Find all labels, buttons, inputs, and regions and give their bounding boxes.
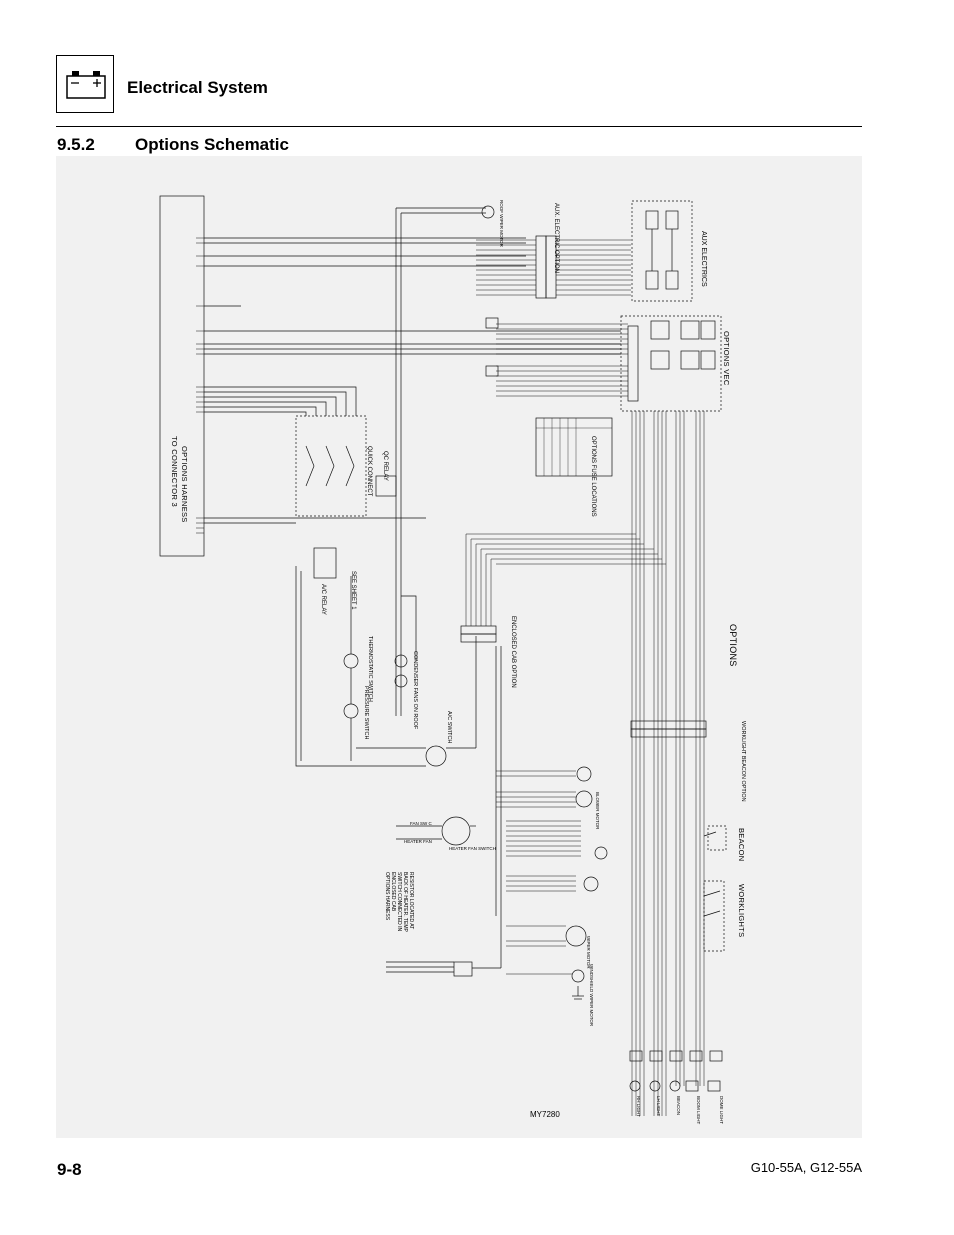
- fuse-locations-label: OPTIONS FUSE LOCATIONS: [590, 436, 596, 517]
- enclosed-cab-label: ENCLOSED CAB OPTION: [510, 616, 516, 688]
- worklight-beacon-label: WORKLIGHT BEACON OPTION: [740, 721, 746, 802]
- battery-icon: [66, 71, 106, 99]
- heater-fan-switch-label: HEATER FAN SWITCH: [449, 846, 496, 851]
- see-sheet-label: SEE SHEET 1: [350, 571, 356, 610]
- lh-light-label: LH LIGHT: [656, 1096, 661, 1117]
- beacon-bottom-label: BEACON: [676, 1096, 681, 1116]
- roof-wiper-label: ROOF WIPER MOTOR: [499, 200, 504, 247]
- condenser-fans-label: CONDENSER FANS ON ROOF: [412, 651, 418, 730]
- windshield-wiper-label: WINDSHIELD WIPER MOTOR: [589, 964, 594, 1027]
- ac-switch-label: A/C SWITCH: [446, 711, 452, 744]
- figure-code: MY7280: [530, 1110, 560, 1119]
- page-number: 9-8: [57, 1160, 82, 1179]
- aux-electrics-label: AUX ELECTRICS: [700, 231, 707, 287]
- aux-electric-option-label: AUX. ELECTRIC OPTION: [553, 203, 559, 274]
- heater-fan-label: HEATER FAN: [404, 839, 432, 844]
- qc-relay-label: QC RELAY: [382, 451, 388, 481]
- section-title: Options Schematic: [135, 135, 289, 154]
- section-number: 9.5.2: [57, 135, 95, 154]
- model-numbers: G10-55A, G12-55A: [750, 1160, 862, 1175]
- quick-connect-label: QUICK CONNECT: [366, 446, 372, 497]
- options-label: OPTIONS: [728, 624, 738, 667]
- ac-relay-label: A/C RELAY: [320, 584, 326, 615]
- boom-light-label: BOOM LIGHT: [696, 1096, 701, 1125]
- rh-light-label: RH LIGHT: [636, 1096, 641, 1118]
- blower-motor-label: BLOWER MOTOR: [595, 792, 600, 830]
- pressure-switch-label: PRESSURE SWITCH: [363, 686, 369, 740]
- options-schematic-figure: OPTIONS HARNESS TO CONNECTOR 3 AUX. ELEC…: [56, 156, 862, 1138]
- header-rule: [56, 126, 862, 127]
- schematic-drawing: [159, 195, 727, 1116]
- dome-light-label: DOME LIGHT: [719, 1096, 724, 1125]
- fan-sw-label: FAN SW C: [410, 821, 432, 826]
- to-connector-label: TO CONNECTOR 3: [170, 436, 179, 508]
- battery-icon-box: [56, 55, 114, 113]
- resistor-note: RESISTOR LOCATED AT BACK OF HEATER. TEMP…: [384, 872, 414, 932]
- options-vec-label: OPTIONS VEC: [722, 331, 731, 386]
- harness-label: OPTIONS HARNESS: [180, 446, 189, 523]
- worklights-label: WORKLIGHTS: [737, 884, 746, 938]
- chapter-title: Electrical System: [127, 78, 268, 97]
- beacon-label: BEACON: [737, 828, 746, 862]
